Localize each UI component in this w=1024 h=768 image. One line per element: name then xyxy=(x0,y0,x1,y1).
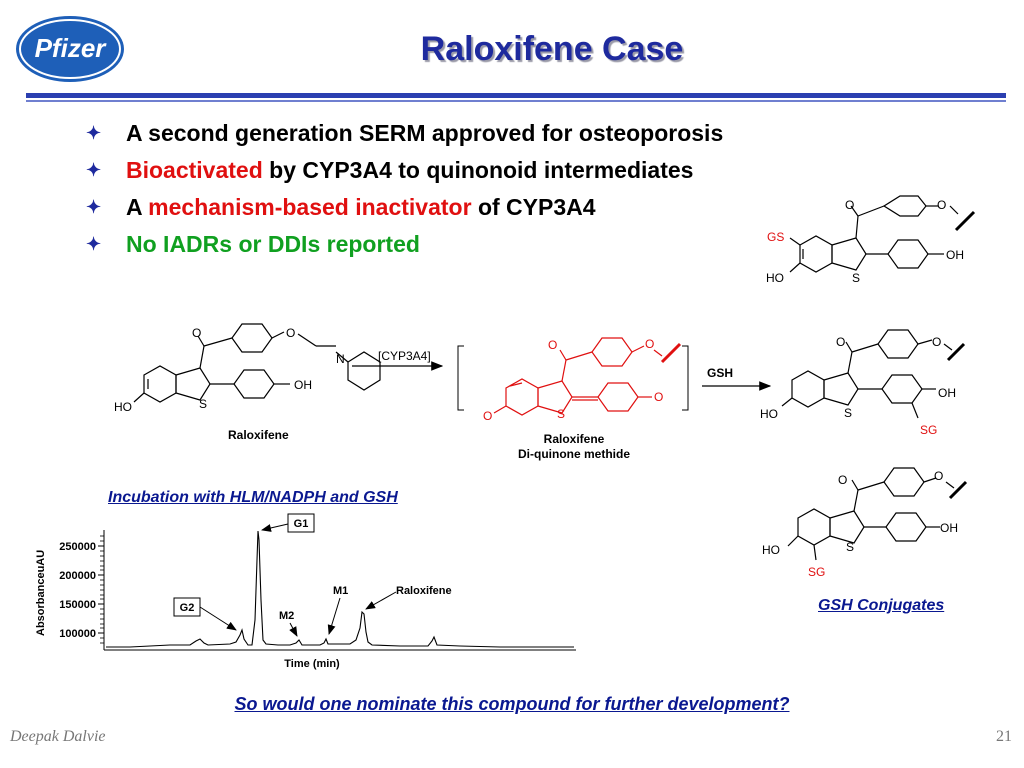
title-divider-thin xyxy=(26,100,1006,102)
atom-label: O xyxy=(645,337,654,351)
page-number: 21 xyxy=(996,728,1012,745)
quinone-label-line2: Di-quinone methide xyxy=(518,447,630,461)
atom-label: O xyxy=(192,326,201,340)
bullet-highlight: Bioactivated xyxy=(126,157,263,183)
atom-label: O xyxy=(654,390,663,404)
gsh-arrow-label: GSH xyxy=(707,366,733,380)
gsh-conjugates-label: GSH Conjugates xyxy=(818,597,945,614)
atom-label-gs: GS xyxy=(767,230,784,244)
peak-arrow-m1 xyxy=(327,597,341,635)
atom-label: S xyxy=(199,397,207,411)
slide-title: Raloxifene Case xyxy=(420,30,684,68)
peak-arrow-g1 xyxy=(261,523,289,532)
atom-label: OH xyxy=(946,248,964,262)
atom-label: O xyxy=(286,326,295,340)
atom-label: O xyxy=(836,335,845,349)
enzyme-label: [CYP3A4] xyxy=(378,349,431,363)
title-divider xyxy=(26,93,1006,98)
bracket-right xyxy=(682,345,689,411)
peak-arrow-m2 xyxy=(289,622,298,637)
bullet-text: by CYP3A4 to quinonoid intermediates xyxy=(262,157,694,183)
atom-label: N xyxy=(336,352,345,366)
bracket-left xyxy=(457,345,464,411)
atom-label: O xyxy=(483,409,492,423)
bullet-highlight: mechanism-based inactivator xyxy=(148,194,472,220)
atom-label: HO xyxy=(766,271,784,285)
atom-label: HO xyxy=(114,400,132,414)
atom-label-sg: SG xyxy=(808,565,825,579)
chromatogram-trace xyxy=(106,530,574,648)
closing-question: So would one nominate this compound for … xyxy=(234,694,790,714)
peak-box-g1 xyxy=(287,513,315,533)
gs-conjugate-middle xyxy=(781,329,966,419)
gs-conjugate-bottom xyxy=(787,467,968,561)
peak-arrow-raloxifene xyxy=(365,591,397,610)
peak-label-g2: G2 xyxy=(180,602,195,614)
y-tick-label: 200000 xyxy=(59,570,96,582)
atom-label: OH xyxy=(938,386,956,400)
atom-label: OH xyxy=(940,521,958,535)
peak-label-raloxifene: Raloxifene xyxy=(396,585,452,597)
chromatogram: 250000 200000 150000 100000 AbsorbanceuA… xyxy=(35,513,576,670)
atom-label: S xyxy=(557,407,565,421)
atom-label: O xyxy=(932,335,941,349)
atom-label: S xyxy=(844,406,852,420)
y-tick-label: 250000 xyxy=(59,541,96,553)
raloxifene-label: Raloxifene xyxy=(228,428,289,442)
atom-label: O xyxy=(934,469,943,483)
atom-label: O xyxy=(845,198,854,212)
gs-conjugate-top xyxy=(789,195,976,273)
bullet-marker-icon: ✦ xyxy=(86,197,102,217)
peak-arrow-g2 xyxy=(199,606,237,631)
bullet-item: ✦ A mechanism-based inactivator of CYP3A… xyxy=(86,192,723,229)
atom-label: S xyxy=(846,540,854,554)
bullet-marker-icon: ✦ xyxy=(86,160,102,180)
y-axis-label: AbsorbanceuAU xyxy=(35,550,47,636)
bullet-item: ✦ No IADRs or DDIs reported xyxy=(86,229,723,266)
bullet-item: ✦ A second generation SERM approved for … xyxy=(86,118,723,155)
y-minor-ticks xyxy=(100,535,104,644)
atom-label-sg: SG xyxy=(920,423,937,437)
bullet-text: A xyxy=(126,194,149,220)
bullet-marker-icon: ✦ xyxy=(86,123,102,143)
bullet-list: ✦ A second generation SERM approved for … xyxy=(86,118,723,266)
y-tick-label: 100000 xyxy=(59,628,96,640)
bullet-text: A second generation SERM approved for os… xyxy=(126,120,724,146)
bullet-marker-icon: ✦ xyxy=(86,234,102,254)
atom-label: S xyxy=(852,271,860,285)
atom-label: HO xyxy=(760,407,778,421)
bullet-highlight: No IADRs or DDIs reported xyxy=(126,231,420,257)
raloxifene-structure xyxy=(133,323,381,403)
y-tick-label: 150000 xyxy=(59,599,96,611)
atom-label: OH xyxy=(294,378,312,392)
methyl-truncation xyxy=(660,342,682,364)
pfizer-logo: Pfizer xyxy=(16,16,124,82)
peak-label-m2: M2 xyxy=(279,610,294,622)
atom-label: O xyxy=(838,473,847,487)
x-axis-label: Time (min) xyxy=(284,658,340,670)
logo-text: Pfizer xyxy=(35,33,108,63)
atom-label: O xyxy=(937,198,946,212)
bullet-item: ✦ Bioactivated by CYP3A4 to quinonoid in… xyxy=(86,155,723,192)
chromatogram-title: Incubation with HLM/NADPH and GSH xyxy=(108,489,398,506)
atom-label: HO xyxy=(762,543,780,557)
atom-label: O xyxy=(548,338,557,352)
footer-author: Deepak Dalvie xyxy=(10,728,106,745)
bullet-text: of CYP3A4 xyxy=(471,194,596,220)
peak-label-g1: G1 xyxy=(294,518,309,530)
quinone-methide-structure xyxy=(493,337,663,416)
quinone-label-line1: Raloxifene xyxy=(544,432,605,446)
peak-label-m1: M1 xyxy=(333,585,348,597)
y-major-ticks xyxy=(98,545,104,634)
